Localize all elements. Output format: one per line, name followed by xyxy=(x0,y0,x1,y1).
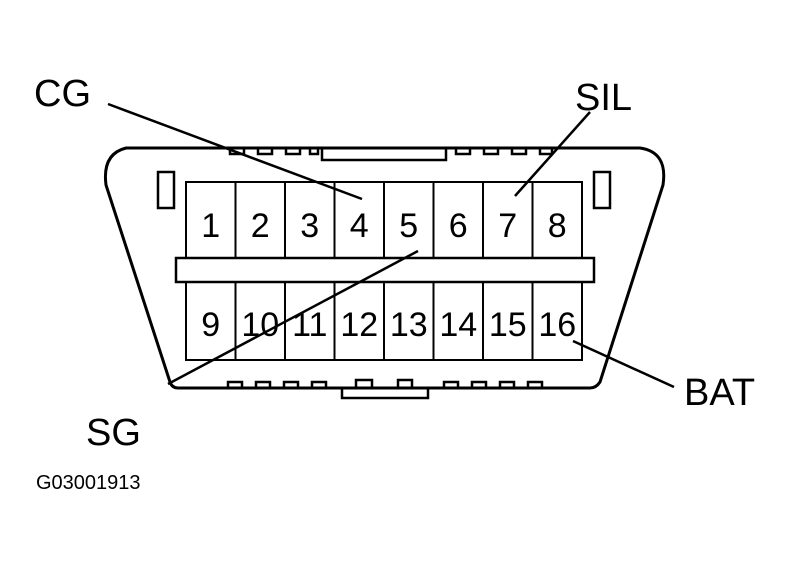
top-notches xyxy=(228,148,554,162)
cg-label: CG xyxy=(34,73,91,115)
pin-number-11: 11 xyxy=(292,306,327,344)
pin-cavity-2 xyxy=(234,181,286,259)
pin-number-9: 9 xyxy=(201,306,220,344)
sil-leader-line xyxy=(514,111,591,197)
connector-housing xyxy=(103,146,666,390)
pin-number-10: 10 xyxy=(241,306,279,344)
cg-leader-line xyxy=(107,102,363,201)
pin-number-5: 5 xyxy=(399,207,418,245)
bottom-notches xyxy=(226,378,544,400)
sg-leader-line xyxy=(167,249,419,386)
pin-number-8: 8 xyxy=(548,207,567,245)
pin-cavity-7 xyxy=(482,181,534,259)
pin-number-3: 3 xyxy=(300,207,319,245)
pin-number-12: 12 xyxy=(340,306,378,344)
pin-cavity-11 xyxy=(284,281,336,361)
pin-number-2: 2 xyxy=(251,207,270,245)
sil-label: SIL xyxy=(575,77,632,119)
bottom-pin-row: 9 10 11 12 13 14 15 16 xyxy=(185,281,583,361)
pin-number-7: 7 xyxy=(498,207,517,245)
pin-cavity-1 xyxy=(185,181,237,259)
pin-cavity-16 xyxy=(531,281,583,361)
pin-cavity-13 xyxy=(383,281,435,361)
figure-code: G03001913 xyxy=(36,472,141,494)
pin-cavity-14 xyxy=(432,281,484,361)
bat-leader-line xyxy=(572,339,675,389)
pin-cavity-4 xyxy=(333,181,385,259)
pin-cavity-10 xyxy=(234,281,286,361)
right-latch-slot xyxy=(592,170,612,210)
center-divider-bar xyxy=(174,256,596,284)
pin-number-1: 1 xyxy=(201,207,220,245)
pin-number-14: 14 xyxy=(439,306,477,344)
bat-label: BAT xyxy=(684,372,755,414)
pin-number-13: 13 xyxy=(390,306,428,344)
left-latch-slot xyxy=(156,170,176,210)
pin-number-16: 16 xyxy=(538,306,576,344)
pin-cavity-15 xyxy=(482,281,534,361)
pin-number-6: 6 xyxy=(449,207,468,245)
pin-number-15: 15 xyxy=(489,306,527,344)
sg-label: SG xyxy=(86,412,141,454)
pin-number-4: 4 xyxy=(350,207,369,245)
